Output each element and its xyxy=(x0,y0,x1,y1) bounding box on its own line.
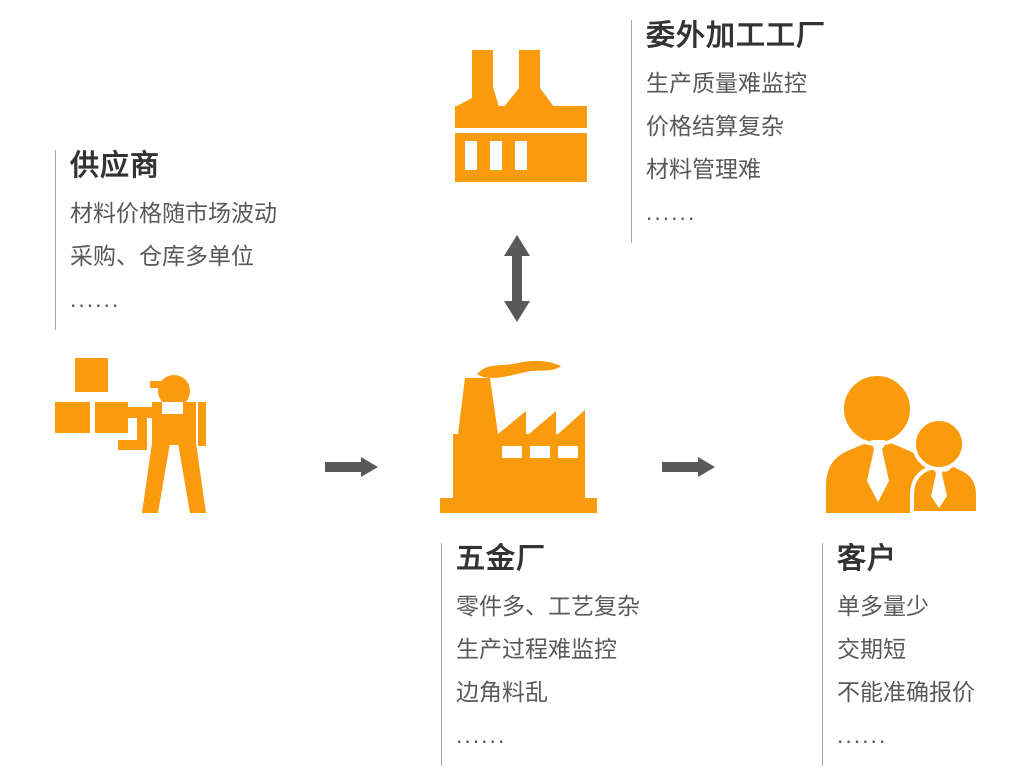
customer-panel: 客户 单多量少 交期短 不能准确报价 ...... xyxy=(822,543,1017,766)
customer-title: 客户 xyxy=(837,543,898,575)
hardware-factory-title: 五金厂 xyxy=(456,543,547,575)
supplier-item: 采购、仓库多单位 xyxy=(70,243,254,269)
hardware-factory-panel: 五金厂 零件多、工艺复杂 生产过程难监控 边角料乱 ...... xyxy=(441,543,706,766)
hardware-factory-item: 零件多、工艺复杂 xyxy=(456,593,640,619)
hardware-factory-item: 生产过程难监控 xyxy=(456,636,617,662)
customer-item: 单多量少 xyxy=(837,593,929,619)
outsource-factory-item: 生产质量难监控 xyxy=(646,70,807,96)
hardware-factory-item: 边角料乱 xyxy=(456,679,548,705)
hardware-factory-ellipsis: ...... xyxy=(456,722,507,748)
customers-icon xyxy=(825,371,980,513)
outsource-factory-title: 委外加工工厂 xyxy=(646,20,827,52)
worker-with-boxes-icon xyxy=(50,355,208,515)
supplier-title: 供应商 xyxy=(70,150,161,182)
supplier-ellipsis: ...... xyxy=(70,286,121,312)
outsource-factory-item: 材料管理难 xyxy=(646,156,761,182)
supplier-panel: 供应商 材料价格随市场波动 采购、仓库多单位 ...... xyxy=(55,150,330,330)
arrow-up-down-icon xyxy=(504,235,530,322)
outsource-factory-item: 价格结算复杂 xyxy=(646,113,784,139)
customer-ellipsis: ...... xyxy=(837,722,888,748)
supplier-item: 材料价格随市场波动 xyxy=(70,200,277,226)
customer-item: 不能准确报价 xyxy=(837,679,975,705)
factory-with-smoke-icon xyxy=(440,358,597,513)
outsource-factory-ellipsis: ...... xyxy=(646,199,697,225)
arrow-right-icon xyxy=(325,457,378,477)
factory-icon xyxy=(455,50,587,182)
customer-item: 交期短 xyxy=(837,636,906,662)
arrow-right-icon xyxy=(662,457,715,477)
outsource-factory-panel: 委外加工工厂 生产质量难监控 价格结算复杂 材料管理难 ...... xyxy=(631,20,896,243)
